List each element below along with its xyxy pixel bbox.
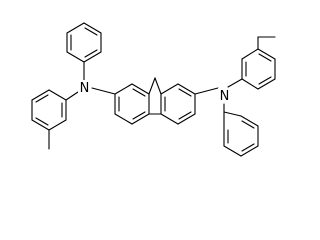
- bond-ring-to-right-n: [194, 87, 219, 95]
- right-nitrogen-label: N: [220, 89, 230, 104]
- left-amine-group: N: [31, 22, 116, 150]
- right-amine-group: N: [194, 36, 276, 157]
- left-tolyl-ring: [31, 89, 67, 150]
- right-bottom-phenyl-ring: [223, 111, 259, 157]
- chemical-structure-diagram: N: [31, 22, 276, 157]
- bond-right-n-to-tolyl: [227, 78, 243, 88]
- right-tolyl-ring: [241, 36, 276, 90]
- fluorene-left-ring: [114, 83, 150, 125]
- left-nitrogen-label: N: [80, 81, 90, 96]
- bond-left-n-to-tolyl: [65, 91, 79, 101]
- fluorene-five-ring: [148, 77, 162, 115]
- left-top-phenyl-ring: [66, 22, 102, 63]
- fluorene-core: [114, 77, 196, 125]
- bond-ring-to-left-n: [91, 87, 116, 95]
- fluorene-right-ring: [160, 83, 196, 125]
